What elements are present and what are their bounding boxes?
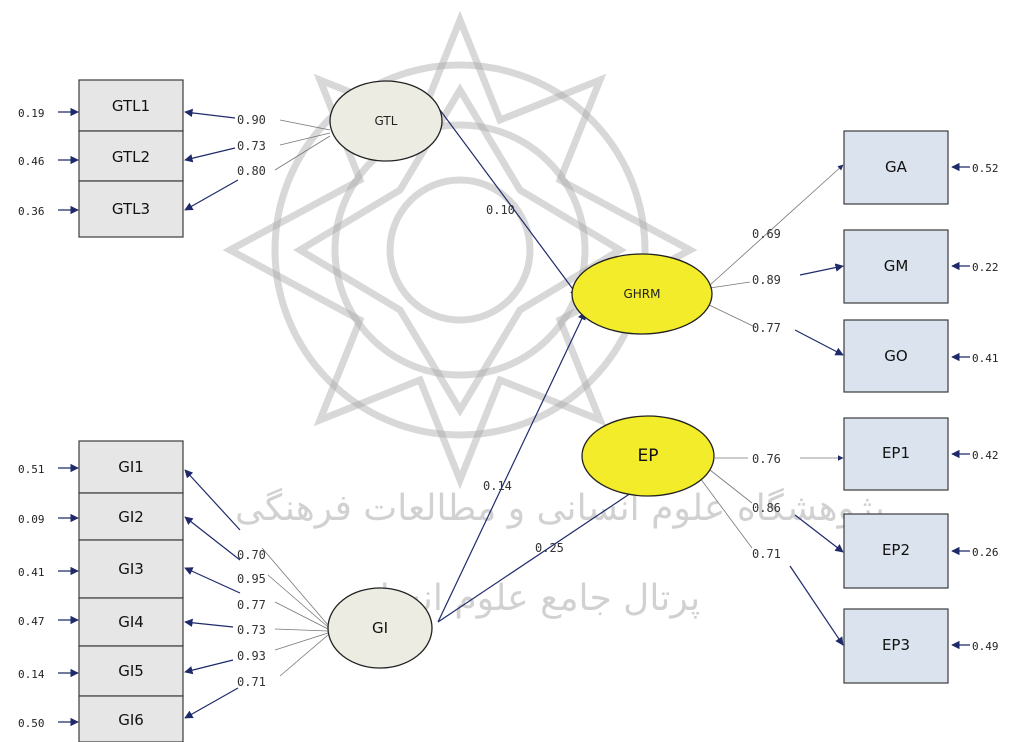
error-gtl1: 0.19 xyxy=(18,107,45,120)
latent-ep: EP xyxy=(581,415,715,497)
indicators-ghrm: GA GM GO xyxy=(843,130,949,393)
path-gi-ghrm xyxy=(437,311,586,623)
svg-text:GTL1: GTL1 xyxy=(112,97,150,115)
indicator-gtl3: GTL3 xyxy=(78,180,184,238)
latent-ghrm: GHRM xyxy=(571,253,713,335)
loading-ep1: 0.76 xyxy=(752,452,781,466)
watermark-line1: پژوهشگاه علوم انسانی و مطالعات فرهنگی xyxy=(235,487,885,529)
error-gi4: 0.47 xyxy=(18,615,45,628)
loading-gi2: 0.95 xyxy=(237,572,266,586)
loading-gtl2: 0.73 xyxy=(237,139,266,153)
ep-loadings: 0.76 0.86 0.71 xyxy=(699,452,844,646)
svg-text:GO: GO xyxy=(884,347,907,365)
error-terms-left: 0.19 0.46 0.36 0.51 0.09 0.41 0.47 0.14 … xyxy=(18,107,79,730)
loading-gi1: 0.70 xyxy=(237,548,266,562)
error-ep2: 0.26 xyxy=(972,546,999,559)
indicators-gi: GI1 GI2 GI3 GI4 GI5 GI6 xyxy=(78,440,184,742)
indicator-gm: GM xyxy=(843,229,949,304)
watermark-emblem xyxy=(222,10,698,490)
indicator-ga: GA xyxy=(843,130,949,205)
error-gtl2: 0.46 xyxy=(18,155,45,168)
svg-text:GI: GI xyxy=(372,619,388,637)
latent-gtl: GTL xyxy=(329,80,443,162)
error-ga: 0.52 xyxy=(972,162,999,175)
structural-paths: 0.10 0.14 0.25 xyxy=(437,109,656,623)
svg-text:EP2: EP2 xyxy=(882,541,910,559)
loading-ga: 0.69 xyxy=(752,227,781,241)
indicator-gi3: GI3 xyxy=(78,539,184,599)
error-gi1: 0.51 xyxy=(18,463,45,476)
error-ep3: 0.49 xyxy=(972,640,999,653)
indicators-gtl: GTL1 GTL2 GTL3 xyxy=(78,79,184,238)
svg-text:GA: GA xyxy=(885,158,908,176)
error-gtl3: 0.36 xyxy=(18,205,45,218)
svg-text:EP: EP xyxy=(638,446,659,466)
error-gi5: 0.14 xyxy=(18,668,45,681)
svg-text:EP1: EP1 xyxy=(882,444,910,462)
ghrm-loadings: 0.69 0.89 0.77 xyxy=(704,164,844,356)
indicator-gi5: GI5 xyxy=(78,645,184,697)
svg-text:GHRM: GHRM xyxy=(623,287,660,301)
indicator-ep3: EP3 xyxy=(843,608,949,684)
svg-text:EP3: EP3 xyxy=(882,636,910,654)
error-gm: 0.22 xyxy=(972,261,999,274)
svg-text:GI4: GI4 xyxy=(118,613,144,631)
coef-gi-ghrm: 0.14 xyxy=(483,479,512,493)
loading-gi4: 0.73 xyxy=(237,623,266,637)
loading-gi6: 0.71 xyxy=(237,675,266,689)
error-gi3: 0.41 xyxy=(18,566,45,579)
gtl-loadings: 0.90 0.73 0.80 xyxy=(184,108,331,211)
svg-text:GI2: GI2 xyxy=(118,508,144,526)
svg-text:GI3: GI3 xyxy=(118,560,144,578)
path-gtl-ghrm xyxy=(439,109,579,297)
indicator-gi1: GI1 xyxy=(78,440,184,494)
svg-text:GM: GM xyxy=(884,257,909,275)
error-gi6: 0.50 xyxy=(18,717,45,730)
indicators-ep: EP1 EP2 EP3 xyxy=(843,417,949,684)
error-ep1: 0.42 xyxy=(972,449,999,462)
loading-gtl3: 0.80 xyxy=(237,164,266,178)
gi-loadings: 0.70 0.95 0.77 0.73 0.93 0.71 xyxy=(184,469,329,719)
loading-gm: 0.89 xyxy=(752,273,781,287)
error-terms-right: 0.52 0.22 0.41 0.42 0.26 0.49 xyxy=(951,162,999,653)
indicator-ep2: EP2 xyxy=(843,513,949,589)
watermark: پژوهشگاه علوم انسانی و مطالعات فرهنگی پر… xyxy=(222,10,885,619)
loading-ep2: 0.86 xyxy=(752,501,781,515)
svg-text:GI6: GI6 xyxy=(118,711,144,729)
indicator-gi2: GI2 xyxy=(78,492,184,541)
indicator-gi6: GI6 xyxy=(78,695,184,742)
svg-text:GTL2: GTL2 xyxy=(112,148,150,166)
error-go: 0.41 xyxy=(972,352,999,365)
indicator-gtl1: GTL1 xyxy=(78,79,184,132)
indicator-go: GO xyxy=(843,319,949,393)
error-gi2: 0.09 xyxy=(18,513,45,526)
svg-text:GI5: GI5 xyxy=(118,662,144,680)
coef-gtl-ghrm: 0.10 xyxy=(486,203,515,217)
coef-gi-ep: 0.25 xyxy=(535,541,564,555)
loading-gi5: 0.93 xyxy=(237,649,266,663)
indicator-gtl2: GTL2 xyxy=(78,130,184,182)
loading-gtl1: 0.90 xyxy=(237,113,266,127)
loading-gi3: 0.77 xyxy=(237,598,266,612)
svg-text:GI1: GI1 xyxy=(118,458,144,476)
indicator-ep1: EP1 xyxy=(843,417,949,491)
path-gi-ep xyxy=(437,476,656,623)
latent-gi: GI xyxy=(327,587,433,669)
indicator-gi4: GI4 xyxy=(78,597,184,647)
svg-text:GTL3: GTL3 xyxy=(112,200,150,218)
loading-go: 0.77 xyxy=(752,321,781,335)
loading-ep3: 0.71 xyxy=(752,547,781,561)
svg-text:GTL: GTL xyxy=(375,114,398,128)
